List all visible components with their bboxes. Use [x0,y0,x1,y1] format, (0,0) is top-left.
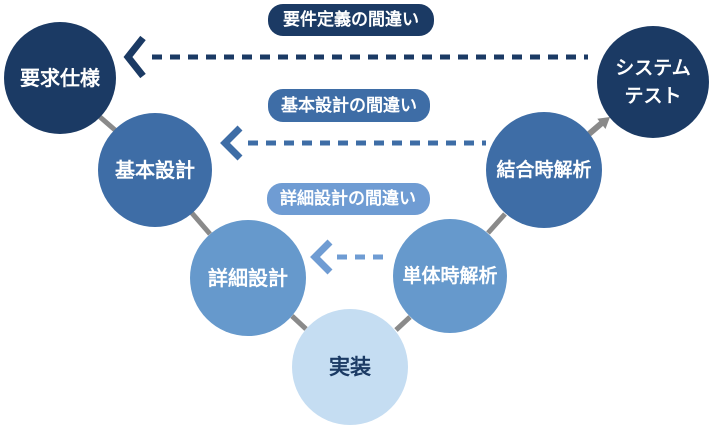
feedback-arrow-basic-design-mistake [220,125,486,161]
node-unit-analysis-label: 単体時解析 [402,264,497,287]
node-implementation-circle [292,309,408,425]
arrow-up-right-head-icon [597,117,610,129]
node-system-test: システム テスト [597,26,709,138]
pill-requirements-mistake: 要件定義の間違い [268,4,434,36]
pill-basic-design-mistake-bg [268,89,430,122]
pill-requirements-mistake-bg [268,4,434,36]
pill-basic-design-mistake: 基本設計の間違い [268,89,430,122]
feedback-arrow-detailed-design-mistake [310,239,390,275]
chevron-left-icon [310,239,333,275]
pill-detailed-design-mistake: 詳細設計の間違い [267,183,430,215]
connector-implementation-unit-analysis [394,315,412,332]
node-integration-analysis-label: 結合時解析 [496,158,591,181]
node-integration-analysis: 結合時解析 [486,112,602,228]
node-unit-analysis-circle [393,219,507,333]
pill-detailed-design-mistake-bg [267,183,430,215]
node-unit-analysis: 単体時解析 [393,219,507,333]
connector-basic-design-detailed-design [189,210,212,236]
connector-unit-analysis-integration-analysis [486,212,507,235]
node-basic-design: 基本設計 [98,113,212,227]
feedback-arrow-requirements-mistake [123,35,588,79]
node-detailed-design-circle [190,220,306,336]
connector-requirements-basic-design [98,115,117,132]
node-implementation-label: 実装 [329,355,371,379]
pill-detailed-design-mistake-label: 詳細設計の間違い [280,188,416,209]
node-system-test-label-line1: システム [615,57,690,79]
node-implementation: 実装 [292,309,408,425]
node-system-test-label-line2: テスト [624,85,681,107]
node-integration-analysis-circle [486,112,602,228]
node-detailed-design-label: 詳細設計 [208,266,288,290]
chevron-left-icon [123,35,146,79]
arrow-shaft [587,119,605,137]
connector-detailed-design-implementation [290,314,308,331]
pill-basic-design-mistake-label: 基本設計の間違い [280,95,417,116]
node-basic-design-circle [98,113,212,227]
pill-requirements-mistake-label: 要件定義の間違い [283,9,419,30]
node-detailed-design: 詳細設計 [190,220,306,336]
node-requirements: 要求仕様 [4,22,116,134]
node-requirements-circle [4,22,116,134]
node-system-test-circle [597,26,709,138]
arrow-integration-analysis-to-system-test [587,117,610,137]
node-basic-design-label: 基本設計 [115,158,195,182]
chevron-left-icon [220,125,243,161]
step-connectors [98,115,610,332]
node-requirements-label: 要求仕様 [20,66,101,90]
